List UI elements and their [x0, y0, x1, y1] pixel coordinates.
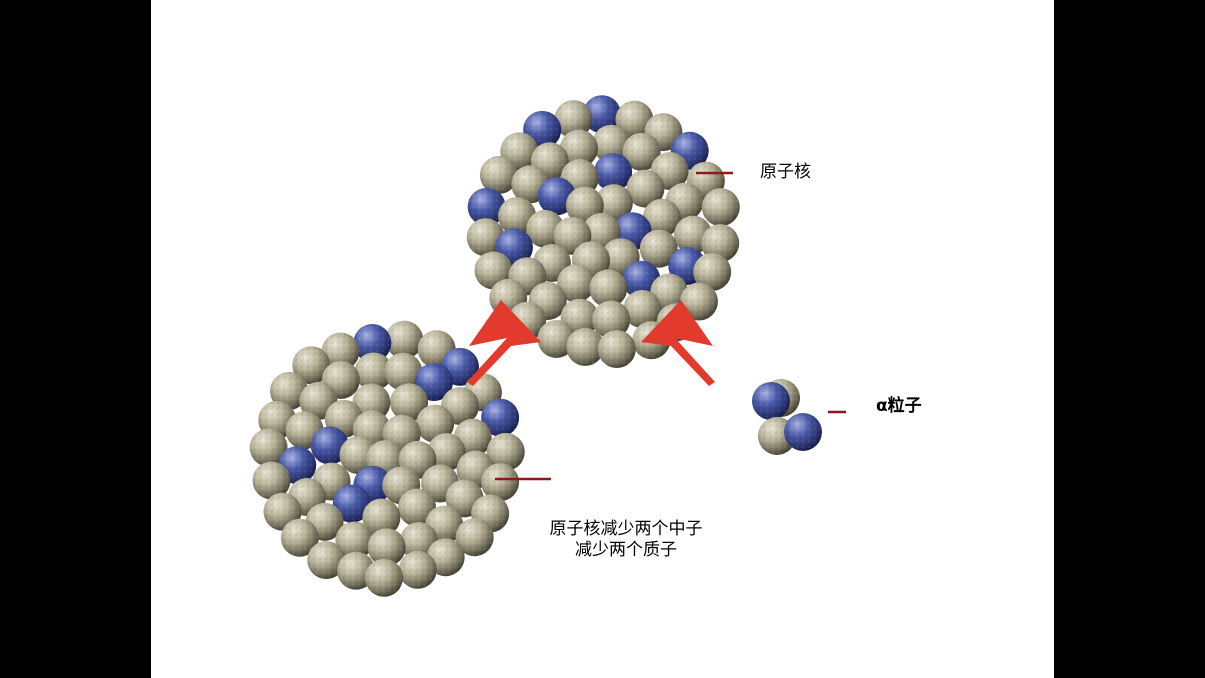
particle-texture	[559, 129, 598, 168]
particle-texture	[554, 100, 593, 139]
arrow-left-down	[467, 300, 541, 386]
daughter-nucleus-label: 原子核减少两个中子 减少两个质子	[526, 519, 726, 561]
particle-texture	[582, 95, 621, 134]
particle-texture	[455, 518, 494, 557]
particle-texture	[292, 346, 331, 385]
particle-texture	[332, 484, 371, 523]
particle-texture	[701, 188, 740, 227]
particle-texture	[594, 184, 633, 223]
particle-texture	[249, 428, 288, 467]
nucleus-label: 原子核	[760, 162, 811, 182]
particle-texture	[384, 352, 423, 391]
alpha-particle-label: α粒子	[876, 396, 922, 416]
particle-texture	[557, 264, 596, 303]
particle-texture	[385, 320, 424, 359]
slide-canvas: 原子核 α粒子 原子核减少两个中子 减少两个质子	[151, 0, 1054, 678]
particle-texture	[784, 413, 822, 451]
particle-texture	[335, 521, 374, 560]
particle-texture	[398, 550, 437, 589]
particle-texture	[398, 488, 437, 527]
particle-texture	[537, 319, 576, 358]
particle-texture	[701, 224, 740, 263]
alpha-particle	[752, 379, 822, 455]
particle-texture	[592, 300, 631, 339]
particle-texture	[594, 153, 633, 192]
particle-texture	[639, 229, 678, 268]
particle-texture	[566, 327, 605, 366]
particle-texture	[597, 330, 636, 369]
particle-texture	[270, 371, 309, 410]
particle-texture	[486, 432, 525, 471]
alpha-decay-diagram	[249, 95, 846, 597]
particle-texture	[427, 433, 466, 472]
particle-texture	[352, 383, 391, 422]
particle-texture	[623, 290, 662, 329]
particle-texture	[642, 198, 681, 237]
particle-texture	[367, 528, 406, 567]
particle-texture	[354, 352, 393, 391]
particle-texture	[280, 518, 319, 557]
particle-texture	[626, 169, 665, 208]
particle-texture	[752, 382, 790, 420]
arrow-right-down	[641, 300, 715, 386]
particle-texture	[622, 132, 661, 171]
particle-texture	[365, 558, 404, 597]
particle-texture	[615, 100, 654, 139]
particle-texture	[307, 541, 346, 580]
particle-texture	[321, 332, 360, 371]
daughter-label-line-2: 减少两个质子	[575, 540, 677, 560]
daughter-nucleus	[249, 320, 525, 597]
letterbox-left	[0, 0, 151, 678]
particle-texture	[481, 398, 520, 437]
particle-texture	[589, 269, 628, 308]
particle-texture	[693, 252, 732, 291]
particle-texture	[310, 426, 349, 465]
particle-texture	[481, 463, 520, 502]
particle-texture	[467, 187, 506, 226]
particle-texture	[353, 324, 392, 363]
particle-texture	[479, 155, 518, 194]
particle-texture	[592, 124, 631, 163]
daughter-label-line-1: 原子核减少两个中子	[549, 519, 703, 539]
letterbox-right	[1054, 0, 1205, 678]
particle-texture	[362, 498, 401, 537]
particle-texture	[390, 383, 429, 422]
particle-texture	[252, 461, 291, 500]
